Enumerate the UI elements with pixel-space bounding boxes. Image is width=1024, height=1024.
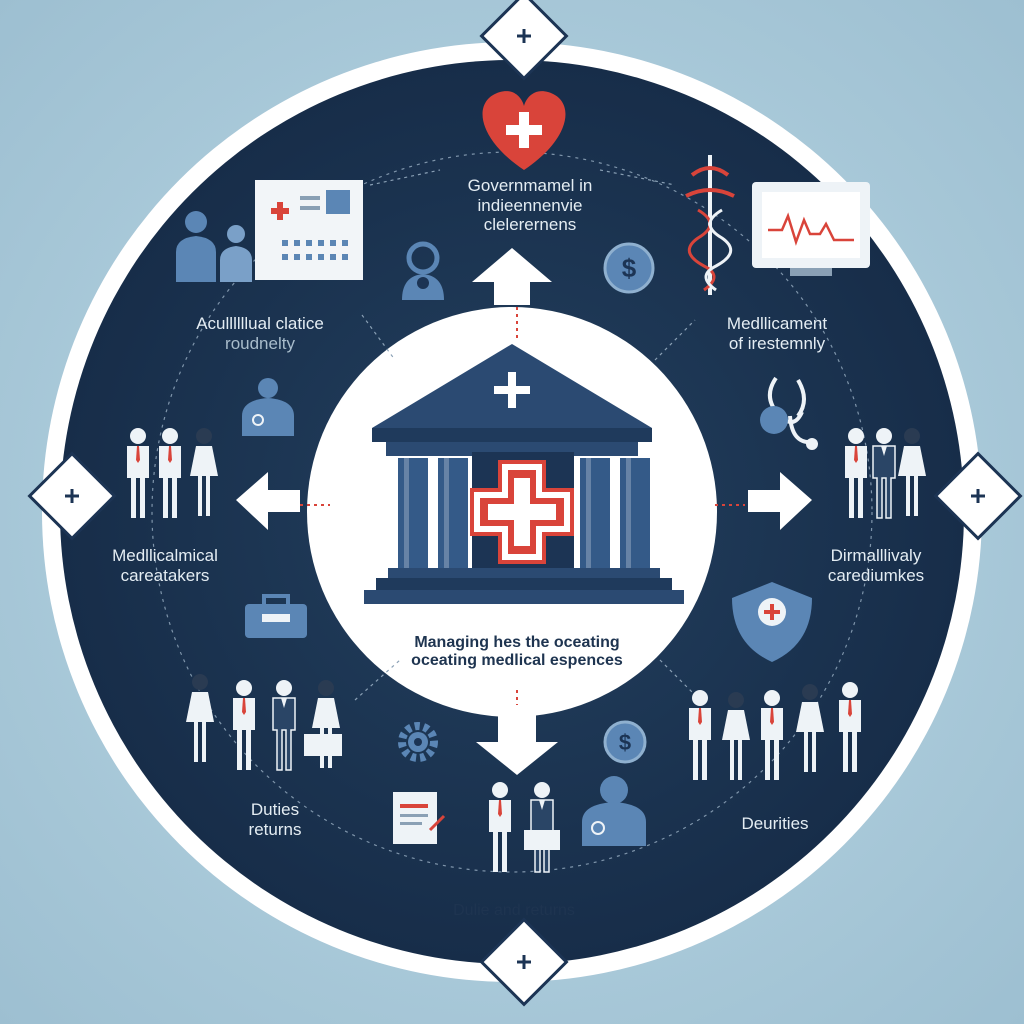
coin-icon: $ [605,244,653,292]
label-upper-right: Medllicament of irestemnly [692,314,862,353]
label-center: Managing hes the oceating oceating medli… [382,634,652,671]
label-left-line-1: Medllicalmical [90,546,240,566]
svg-text:$: $ [619,730,631,755]
label-right: Dirmalllivaly carediumkes [796,546,956,585]
label-left: Medllicalmical careatakers [90,546,240,585]
label-lower-left: Duties returns [220,800,330,839]
label-lower-right-line-1: Deurities [710,814,840,834]
label-bottom-line-1: Dulie and returns [424,902,604,920]
label-top: Governmamel in indieennenvie clelerernen… [440,176,620,235]
label-center-line-1: Managing hes the oceating [382,634,652,652]
label-center-line-2: oceating medlical espences [382,652,652,670]
label-upper-right-line-1: Medllicament [692,314,862,334]
label-left-line-2: careatakers [90,566,240,586]
label-upper-left: Acullllllual clatice roudnelty [160,314,360,353]
heart-monitor-icon [752,182,870,276]
label-right-line-1: Dirmalllivaly [796,546,956,566]
svg-text:$: $ [622,253,637,283]
label-lower-left-line-1: Duties [220,800,330,820]
label-top-line-1: Governmamel in [440,176,620,196]
label-lower-left-line-2: returns [220,820,330,840]
coin-icon-lower: $ [605,722,645,762]
label-top-line-2: indieennenvie [440,196,620,216]
clipboard-icon [393,792,444,844]
label-upper-left-line-2: roudnelty [160,334,360,354]
label-right-line-2: carediumkes [796,566,956,586]
label-upper-right-line-2: of irestemnly [692,334,862,354]
label-bottom: Dulie and returns [424,902,604,920]
label-lower-right: Deurities [710,814,840,834]
label-top-line-3: clelerernens [440,215,620,235]
label-upper-left-line-1: Acullllllual clatice [160,314,360,334]
